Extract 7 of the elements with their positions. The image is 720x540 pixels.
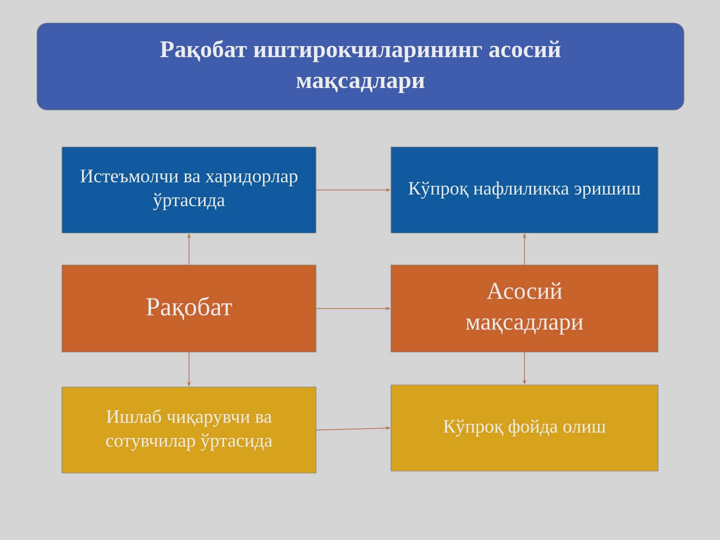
title-banner: Рақобат иштирокчиларининг асосий мақсадлари bbox=[36, 22, 684, 110]
process-box: Рақобат bbox=[62, 264, 316, 352]
process-box: Истеъмолчи ва харидорлар ўртасида bbox=[62, 146, 316, 234]
process-box: Ишлаб чиқарувчи ва сотувчилар ўртасида bbox=[62, 386, 316, 474]
process-box: Кўпроқ нафлиликка эришиш bbox=[390, 146, 658, 234]
process-box: Кўпроқ фойда олиш bbox=[390, 384, 658, 472]
process-box: Асосий мақсадлари bbox=[390, 264, 658, 352]
